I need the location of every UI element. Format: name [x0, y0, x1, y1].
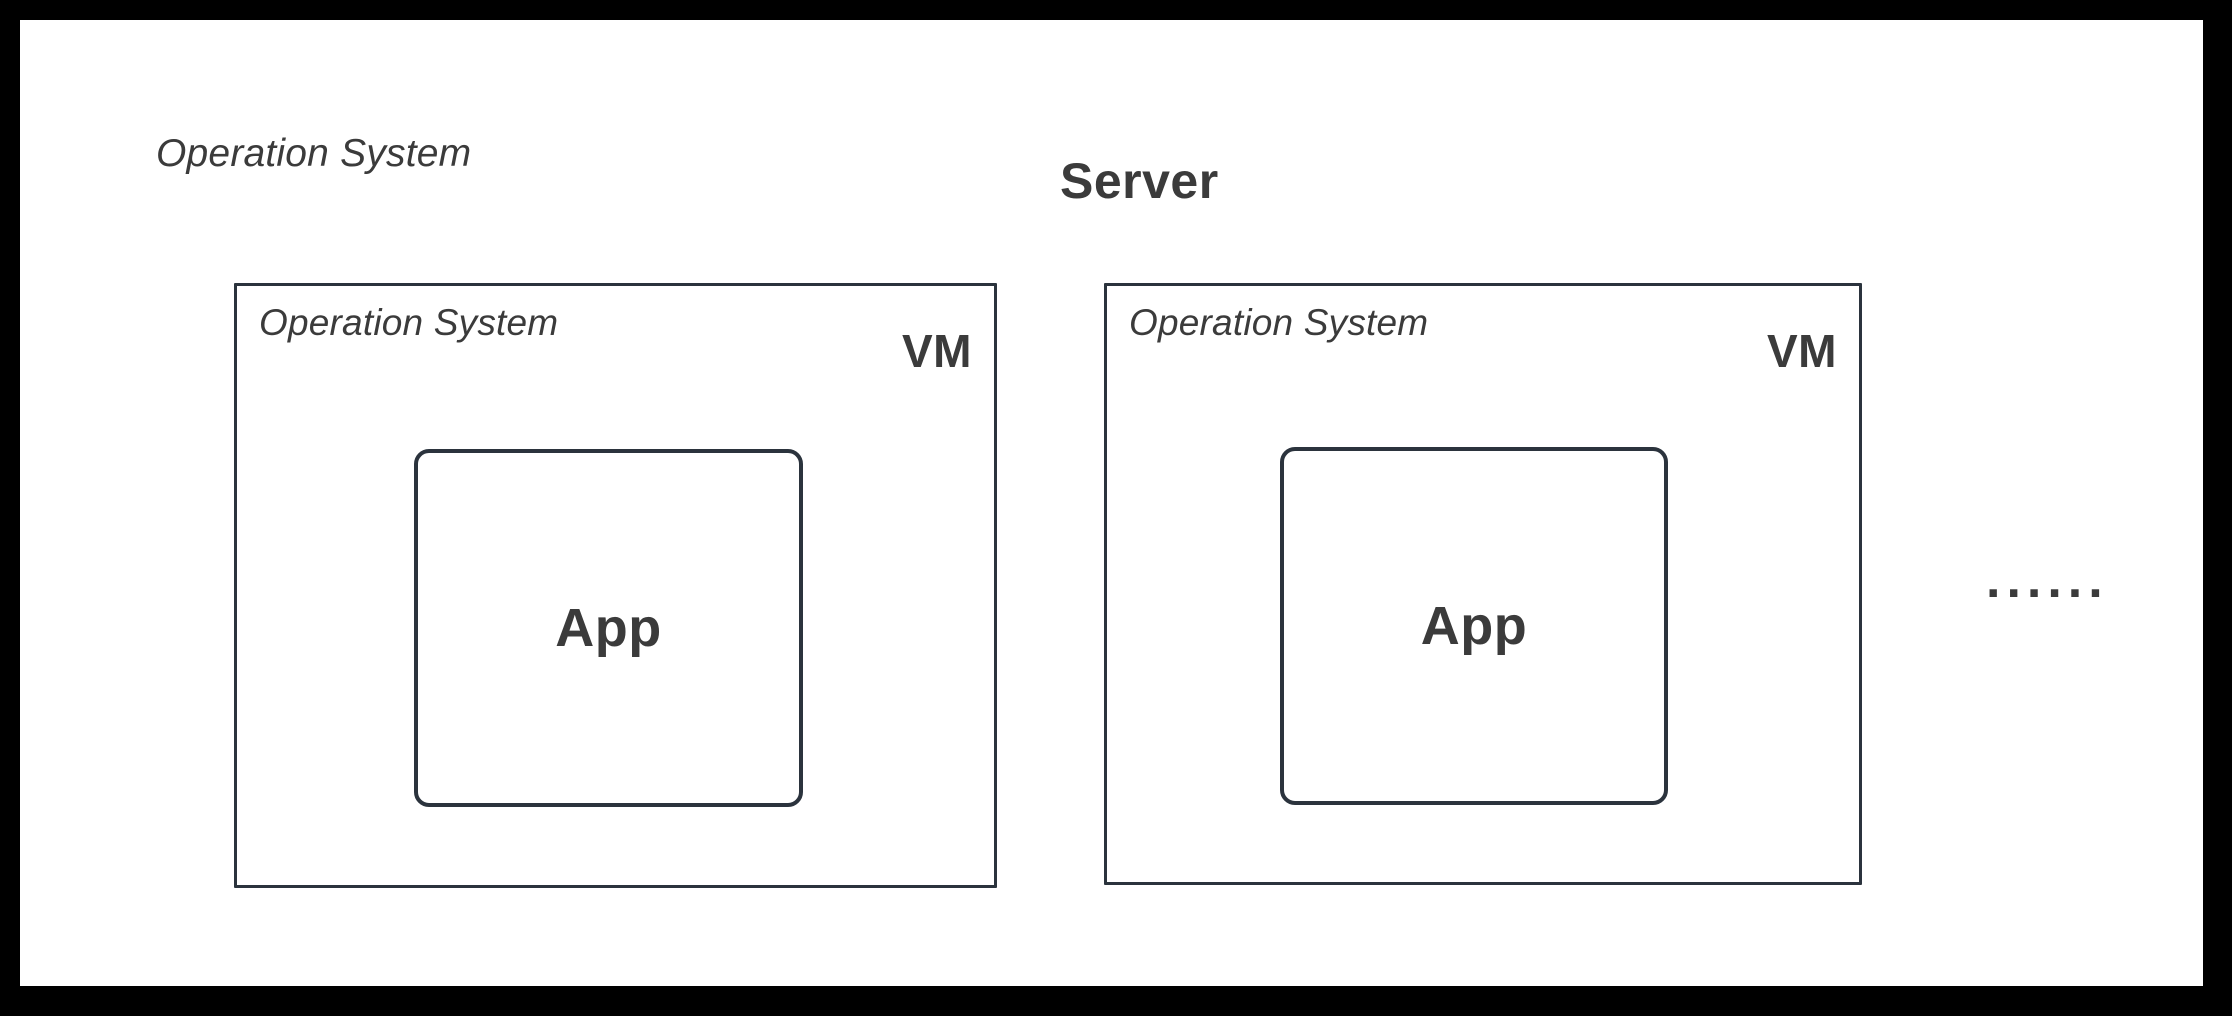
vm-1-app-label: App: [555, 598, 662, 658]
vm-2-os-label: Operation System: [1129, 302, 1429, 343]
vm-1-os-label: Operation System: [259, 302, 559, 343]
diagram-title: Server: [1060, 153, 1219, 209]
vm-box-1: Operation System VM App: [234, 283, 997, 888]
vm-box-2: Operation System VM App: [1104, 283, 1862, 885]
vm-1-app-box: App: [414, 449, 803, 807]
more-vms-ellipsis: ......: [1986, 551, 2109, 609]
host-os-label: Operation System: [156, 132, 472, 175]
vm-1-tag: VM: [902, 325, 972, 377]
vm-2-tag: VM: [1767, 325, 1837, 377]
vm-2-app-label: App: [1420, 596, 1528, 656]
diagram-surface: Operation System Server Operation System…: [20, 20, 2203, 986]
vm-2-app-box: App: [1280, 447, 1668, 805]
